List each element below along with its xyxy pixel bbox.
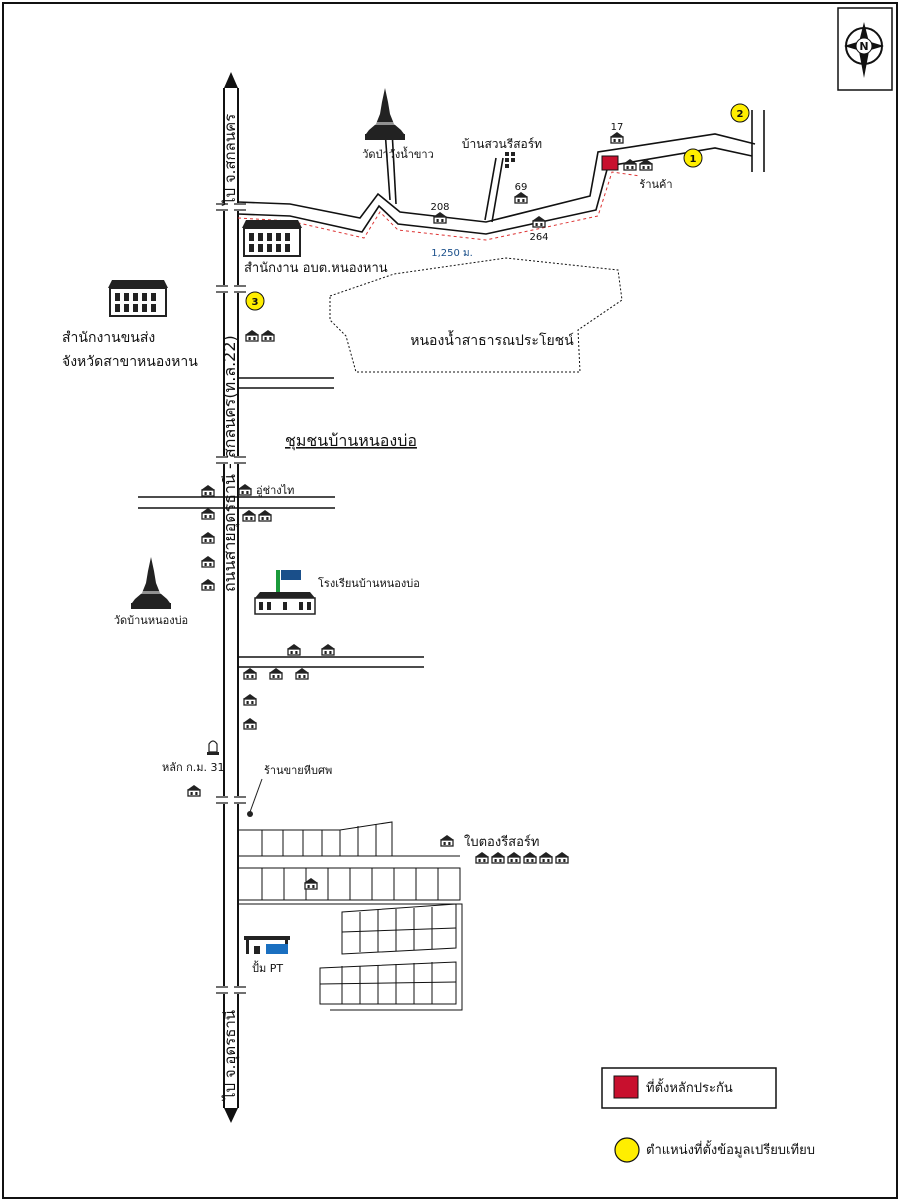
road-label-to-sakon: ไป จ.สกลนคร xyxy=(221,114,239,206)
temple-north-label: วัดป่าวังน้ำขาว xyxy=(362,146,434,161)
transport-office-icon xyxy=(107,279,169,317)
house-208-label: 208 xyxy=(430,202,449,213)
collateral-site xyxy=(601,155,619,171)
legend-comparison-label: ตำแหน่งที่ตั้งข้อมูลเปรียบเทียบ xyxy=(646,1140,815,1158)
comparison-marker-1-label: 1 xyxy=(690,154,697,165)
transport-office-label-2: จังหวัดสาขาหนองหาน xyxy=(62,354,198,370)
road-label-to-udon: ไป จ.อุดรธานี xyxy=(221,1010,240,1101)
resort-south-label: ใบตองรีสอร์ท xyxy=(464,834,539,850)
house-264-label: 264 xyxy=(529,232,548,243)
compass: N xyxy=(837,7,893,91)
coffin-shop-point xyxy=(247,811,253,817)
compass-north-label: N xyxy=(859,40,868,53)
road-label-highway-22: ถนนสายอุดรธานี - สกลนคร(ท.ล.22) xyxy=(220,335,240,592)
comparison-marker-1 xyxy=(683,148,703,168)
gas-station-icon xyxy=(244,936,290,954)
legend-collateral-swatch xyxy=(613,1075,639,1099)
comparison-marker-2 xyxy=(730,103,750,123)
resort-north-icon xyxy=(505,152,515,168)
school-icon xyxy=(254,570,316,615)
km-marker-label: หลัก ก.ม. 31 xyxy=(162,761,225,774)
school-label: โรงเรียนบ้านหนองบ่อ xyxy=(318,576,420,590)
gas-station-label: ปั้ม PT xyxy=(252,960,283,975)
coffin-shop-label: ร้านขายหีบศพ xyxy=(264,764,332,777)
shop-label: ร้านค้า xyxy=(639,178,672,191)
comparison-marker-3 xyxy=(245,291,265,311)
legend-comparison-swatch xyxy=(614,1137,640,1163)
house-69-label: 69 xyxy=(515,182,528,193)
house-17-label: 17 xyxy=(611,122,624,133)
transport-office-label-1: สำนักงานขนส่ง xyxy=(62,330,155,346)
northern-road xyxy=(237,110,765,235)
resort-north-label: บ้านสวนรีสอร์ท xyxy=(462,137,542,151)
temple-south-label: วัดบ้านหนองบ่อ xyxy=(114,614,188,627)
sao-office-label: สำนักงาน อบต.หนองหาน xyxy=(244,261,388,276)
comparison-marker-3-label: 3 xyxy=(252,297,259,308)
comparison-marker-2-label: 2 xyxy=(737,109,744,120)
legend-collateral-label: ที่ตั้งหลักประกัน xyxy=(646,1078,733,1096)
sao-office-icon xyxy=(241,219,303,257)
community-label: ชุมชนบ้านหนองบ่อ xyxy=(285,431,417,451)
public-pond-boundary xyxy=(329,257,623,373)
km-marker-icon xyxy=(207,740,219,755)
lot-grid-lower xyxy=(238,903,463,1011)
distance-label: 1,250 ม. xyxy=(431,248,473,259)
garage-label: อู่ช่างไท xyxy=(256,484,294,497)
legend: ที่ตั้งหลักประกัน ตำแหน่งที่ตั้งข้อมูลเป… xyxy=(601,1067,815,1163)
public-pond-label: หนองน้ำสาธารณประโยชน์ xyxy=(410,330,574,349)
main-highway xyxy=(215,72,247,1123)
